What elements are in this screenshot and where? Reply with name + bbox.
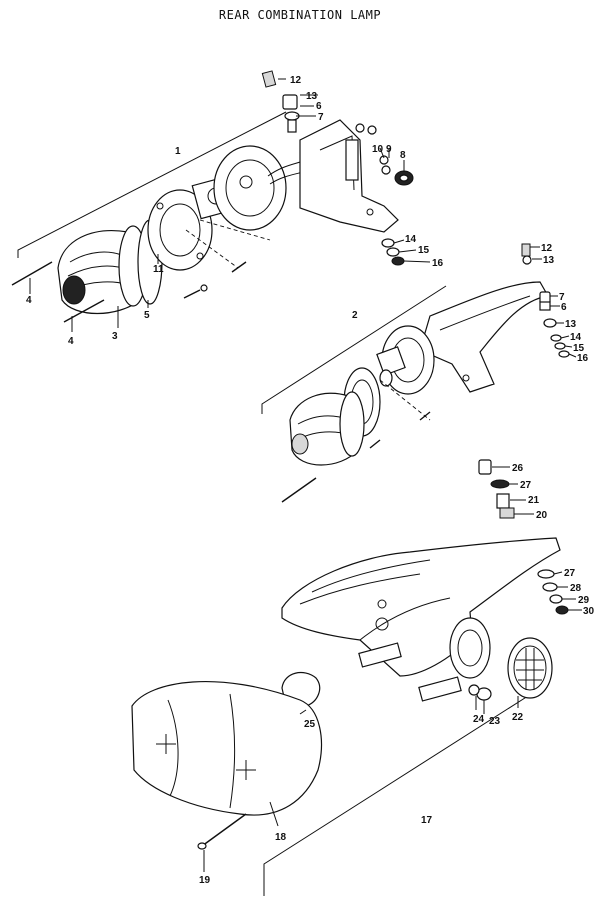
callout-29: 29 — [578, 595, 590, 606]
callout-13a: 13 — [306, 91, 318, 102]
lamp-housing-2 — [381, 325, 435, 395]
washer-15b — [554, 342, 566, 350]
nut-30 — [555, 605, 569, 615]
assembly-1-bracket — [17, 111, 287, 258]
license-plate-bracket — [358, 642, 462, 702]
callout-22: 22 — [512, 712, 524, 723]
callout-6a: 6 — [316, 101, 322, 112]
lamp-housing-17 — [449, 617, 491, 679]
callout-24: 24 — [473, 714, 485, 725]
callout-12b: 12 — [541, 243, 553, 254]
callout-1: 1 — [175, 146, 181, 157]
callout-30: 30 — [583, 606, 595, 617]
callout-17: 17 — [421, 815, 433, 826]
washer-15 — [386, 247, 400, 257]
bolt-stack-upper — [478, 459, 515, 519]
rear-fender — [281, 537, 561, 677]
nut-16b — [558, 350, 570, 358]
nut-9 — [379, 155, 389, 165]
lamp-base-plate — [147, 189, 213, 271]
assembly-2-group: 2 12 13 7 6 13 14 15 16 — [261, 243, 589, 503]
callout-15a: 15 — [418, 245, 430, 256]
callout-12a: 12 — [290, 75, 302, 86]
callout-4b: 4 — [68, 336, 74, 347]
callout-20: 20 — [536, 510, 548, 521]
callout-14a: 14 — [405, 234, 417, 245]
callout-15b: 15 — [573, 343, 585, 354]
callout-27b: 27 — [564, 568, 576, 579]
callout-11: 11 — [153, 264, 164, 275]
assembly-1-group: 1 3 4 4 5 11 12 13 6 7 8 9 10 14 15 16 — [11, 70, 444, 347]
callout-19: 19 — [199, 875, 211, 886]
callout-14b: 14 — [570, 332, 582, 343]
callout-25: 25 — [304, 719, 316, 730]
callout-4a: 4 — [26, 295, 32, 306]
socket-2 — [376, 346, 431, 421]
lens-18 — [131, 680, 323, 816]
washer-29 — [549, 594, 563, 604]
reflector-22 — [507, 637, 553, 699]
nut-16 — [391, 256, 405, 266]
callout-16b: 16 — [577, 353, 589, 364]
callout-9: 9 — [386, 144, 392, 155]
fender-stay-2 — [419, 281, 549, 393]
assembly-17-group: 17 18 19 20 21 22 23 24 25 26 27 27 28 2… — [131, 459, 595, 896]
callout-6b: 6 — [561, 302, 567, 313]
callout-28: 28 — [570, 583, 582, 594]
collar-6b — [539, 301, 551, 311]
callout-5: 5 — [144, 310, 150, 321]
callout-26: 26 — [512, 463, 524, 474]
callout-3: 3 — [112, 331, 118, 342]
callout-2: 2 — [352, 310, 358, 321]
callout-10: 10 — [372, 144, 384, 155]
callout-18: 18 — [275, 832, 287, 843]
callout-23: 23 — [489, 716, 501, 727]
callout-13c: 13 — [565, 319, 577, 330]
screw-4b — [63, 299, 105, 323]
diagram-title: REAR COMBINATION LAMP — [218, 8, 382, 22]
callout-16a: 16 — [432, 258, 444, 269]
callout-27a: 27 — [520, 480, 532, 491]
leader-lines-assembly-1 — [29, 78, 431, 332]
bolt-12-13 — [261, 70, 300, 133]
lamp-lens-2 — [289, 391, 365, 466]
callout-7b: 7 — [559, 292, 565, 303]
screw-19 — [201, 813, 247, 847]
bolt-12b — [521, 243, 531, 257]
washer-13c — [543, 318, 557, 328]
mounting-bracket-1 — [299, 119, 399, 233]
washer-28 — [542, 582, 558, 592]
callout-21: 21 — [528, 495, 540, 506]
washer-14 — [381, 238, 395, 248]
leader-lines-assembly-17 — [203, 466, 582, 872]
callout-7a: 7 — [318, 112, 324, 123]
assembly-17-bracket — [263, 695, 529, 896]
lamp-housing — [213, 145, 287, 231]
assembly-2-bracket — [261, 285, 447, 414]
nut-10 — [381, 165, 391, 175]
callout-8: 8 — [400, 150, 406, 161]
washer-24 — [468, 684, 480, 696]
screw-2 — [281, 477, 317, 503]
washer-14b — [550, 334, 562, 342]
screw-4a — [11, 261, 53, 286]
callout-13b: 13 — [543, 255, 555, 266]
washer-27b — [537, 569, 555, 579]
leader-lines-assembly-2 — [530, 246, 577, 358]
